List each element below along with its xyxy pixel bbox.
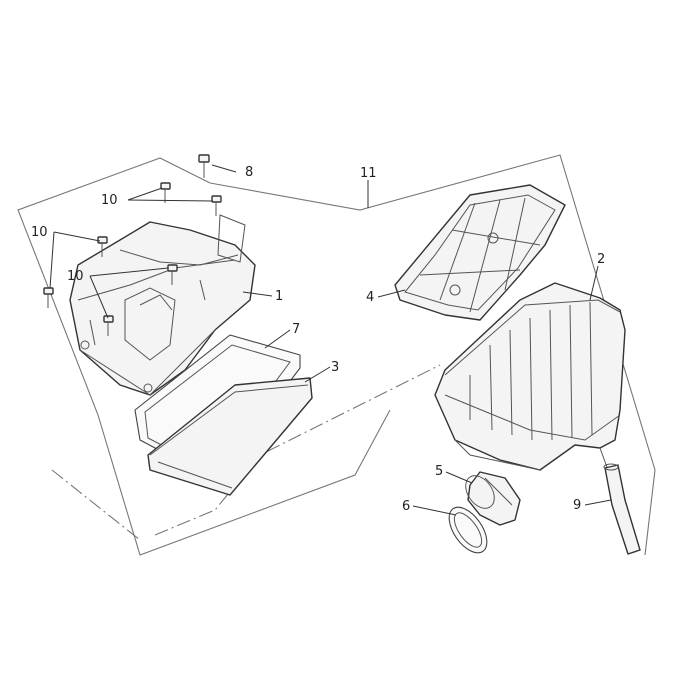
screw-10 <box>211 195 222 216</box>
callout-9: 9 <box>573 498 581 513</box>
screw-10 <box>103 315 114 336</box>
part-5-intake-sleeve <box>465 471 521 526</box>
part-9-drain-hose <box>603 463 641 555</box>
part-2-airbox-lower <box>434 282 626 471</box>
callout-3: 3 <box>331 360 339 375</box>
assembly-boundary-left <box>17 157 391 556</box>
callout-6: 6 <box>402 499 410 514</box>
part-4-filter-grille <box>394 184 566 321</box>
assembly-boundary-right <box>209 154 656 556</box>
callout-7: 7 <box>292 322 300 337</box>
callout-labels: 1 2 3 4 5 6 7 8 9 10 10 10 11 <box>31 165 605 514</box>
screws <box>43 154 222 336</box>
screw-10 <box>97 236 108 257</box>
callout-10: 10 <box>67 269 84 284</box>
callout-1: 1 <box>275 289 283 304</box>
centerline-dashdot-2 <box>51 469 141 541</box>
leader-lines <box>49 164 612 516</box>
part-1-airbox-cover <box>69 214 256 396</box>
callout-10: 10 <box>31 225 48 240</box>
part-3-air-filter <box>147 377 313 496</box>
callout-2: 2 <box>597 252 605 267</box>
callout-4: 4 <box>366 290 374 305</box>
centerline-dashdot <box>154 364 441 536</box>
callout-5: 5 <box>435 464 443 479</box>
callout-11: 11 <box>360 166 377 181</box>
callout-8: 8 <box>245 165 253 180</box>
screw-8 <box>198 154 210 178</box>
part-6-clamp-ring <box>448 506 488 554</box>
screw-10 <box>43 287 54 308</box>
callout-10: 10 <box>101 193 118 208</box>
